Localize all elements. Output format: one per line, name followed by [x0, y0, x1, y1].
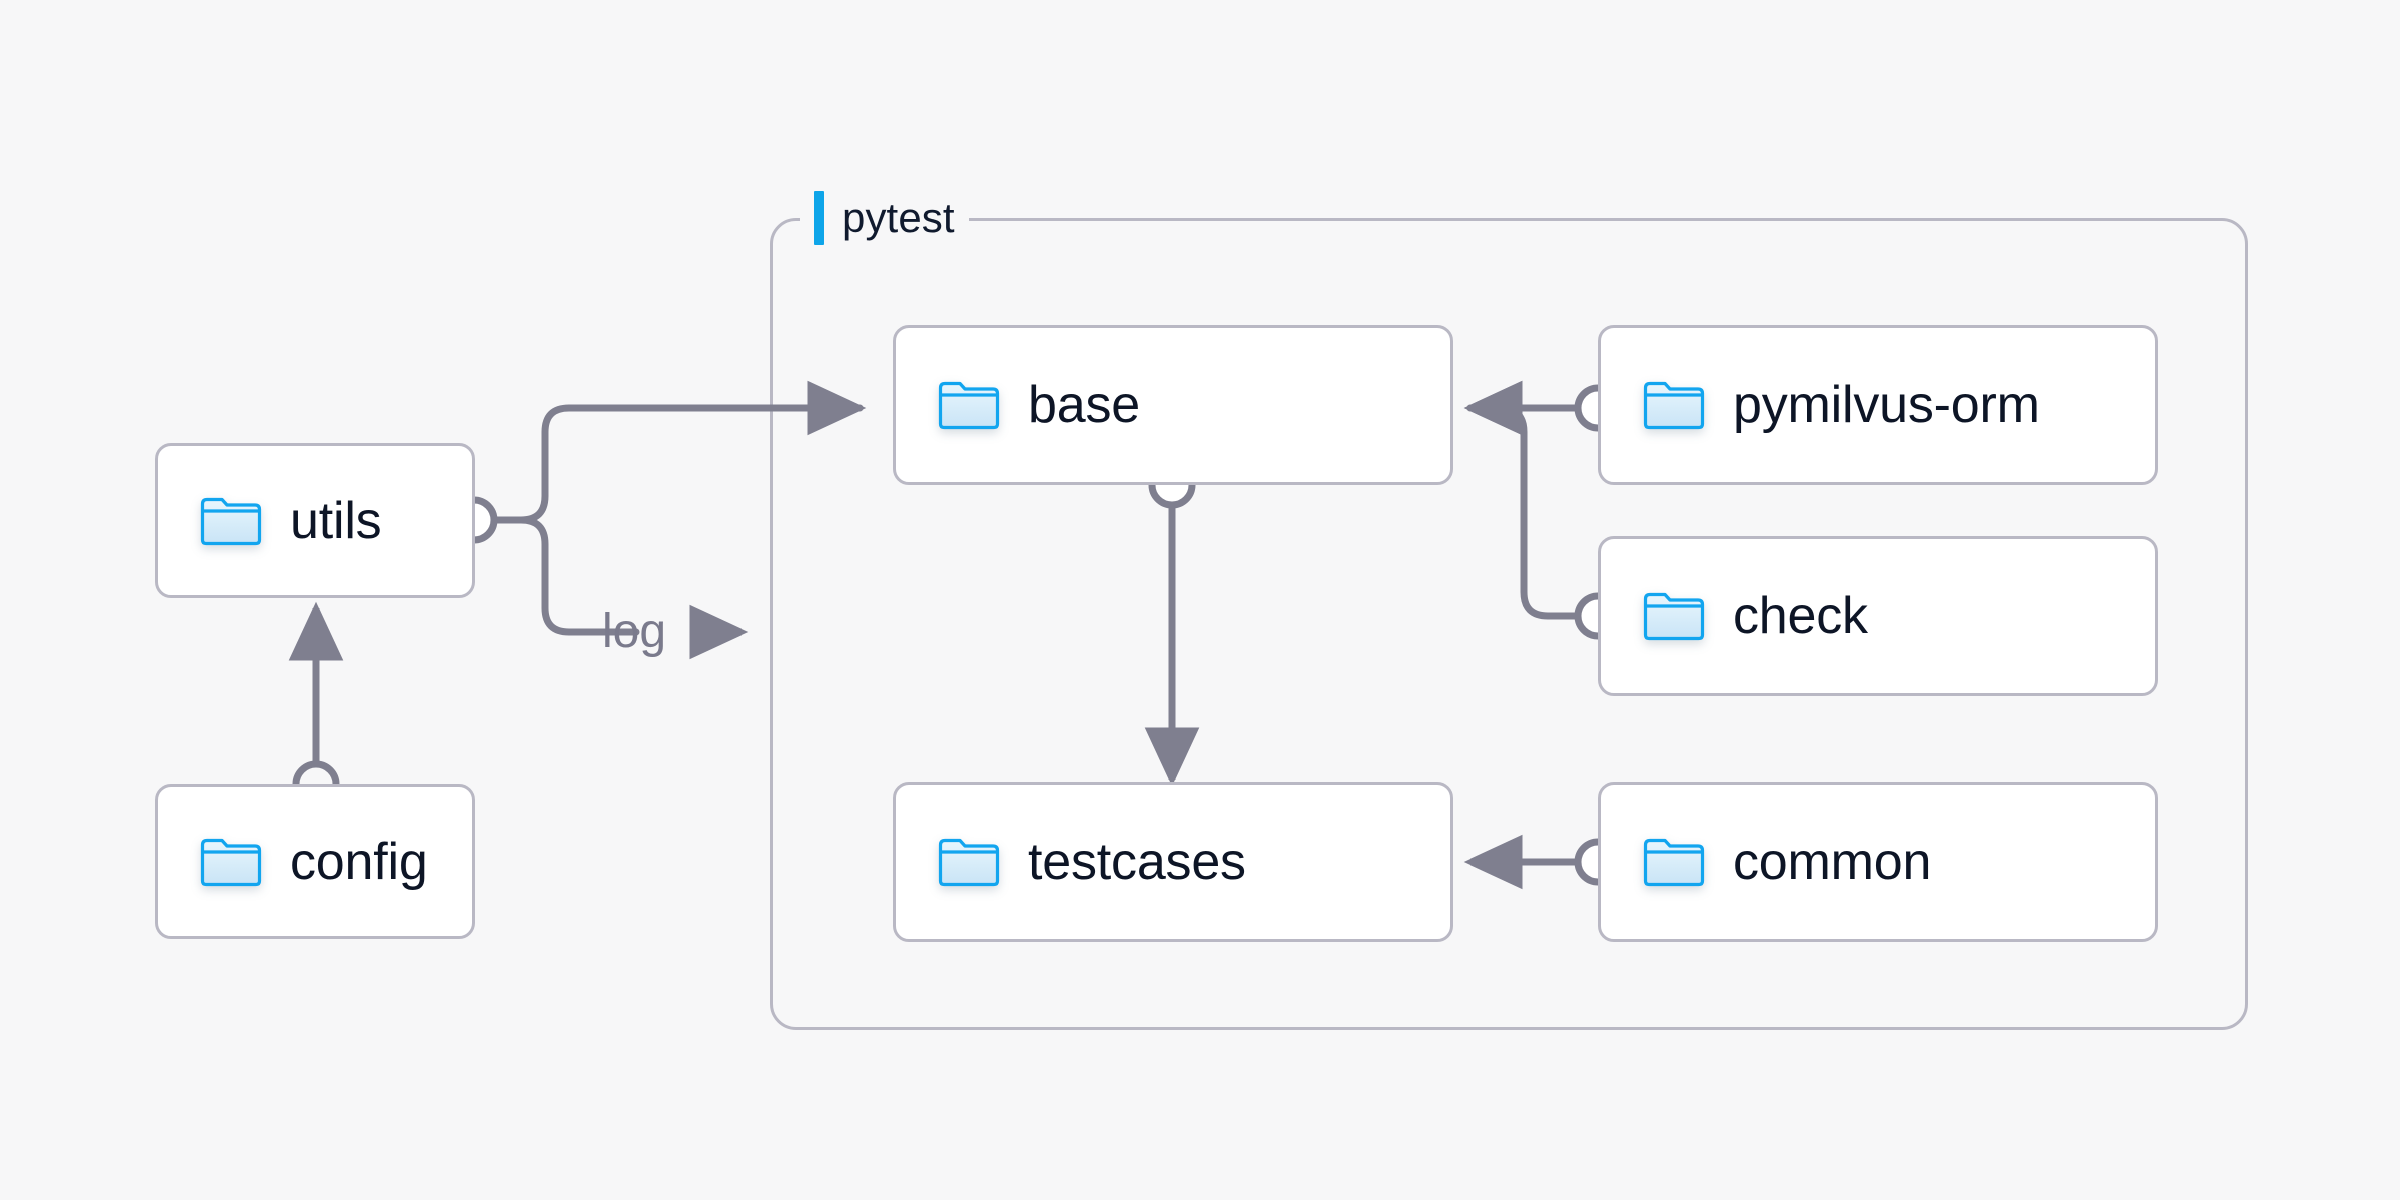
- folder-icon: [1643, 379, 1705, 431]
- folder-icon: [1643, 836, 1705, 888]
- group-pytest-label: pytest: [800, 186, 969, 250]
- group-pytest[interactable]: [770, 218, 2248, 1030]
- folder-icon: [1643, 590, 1705, 642]
- node-label: testcases: [1028, 833, 1246, 891]
- node-common[interactable]: common: [1598, 782, 2158, 942]
- folder-icon: [200, 836, 262, 888]
- folder-icon: [200, 495, 262, 547]
- node-config[interactable]: config: [155, 784, 475, 939]
- node-utils[interactable]: utils: [155, 443, 475, 598]
- accent-bar-icon: [814, 191, 824, 245]
- node-testcases[interactable]: testcases: [893, 782, 1453, 942]
- node-label: base: [1028, 376, 1140, 434]
- edge-config-to-utils: [288, 601, 344, 808]
- node-label: check: [1733, 587, 1868, 645]
- folder-icon: [938, 379, 1000, 431]
- node-label: config: [290, 832, 428, 891]
- node-check[interactable]: check: [1598, 536, 2158, 696]
- group-title: pytest: [842, 194, 955, 241]
- node-label: utils: [290, 491, 382, 550]
- edge-label-log: log: [602, 605, 667, 658]
- node-base[interactable]: base: [893, 325, 1453, 485]
- node-pymilvus-orm[interactable]: pymilvus-orm: [1598, 325, 2158, 485]
- folder-icon: [938, 836, 1000, 888]
- node-label: common: [1733, 833, 1932, 891]
- node-label: pymilvus-orm: [1733, 376, 2040, 434]
